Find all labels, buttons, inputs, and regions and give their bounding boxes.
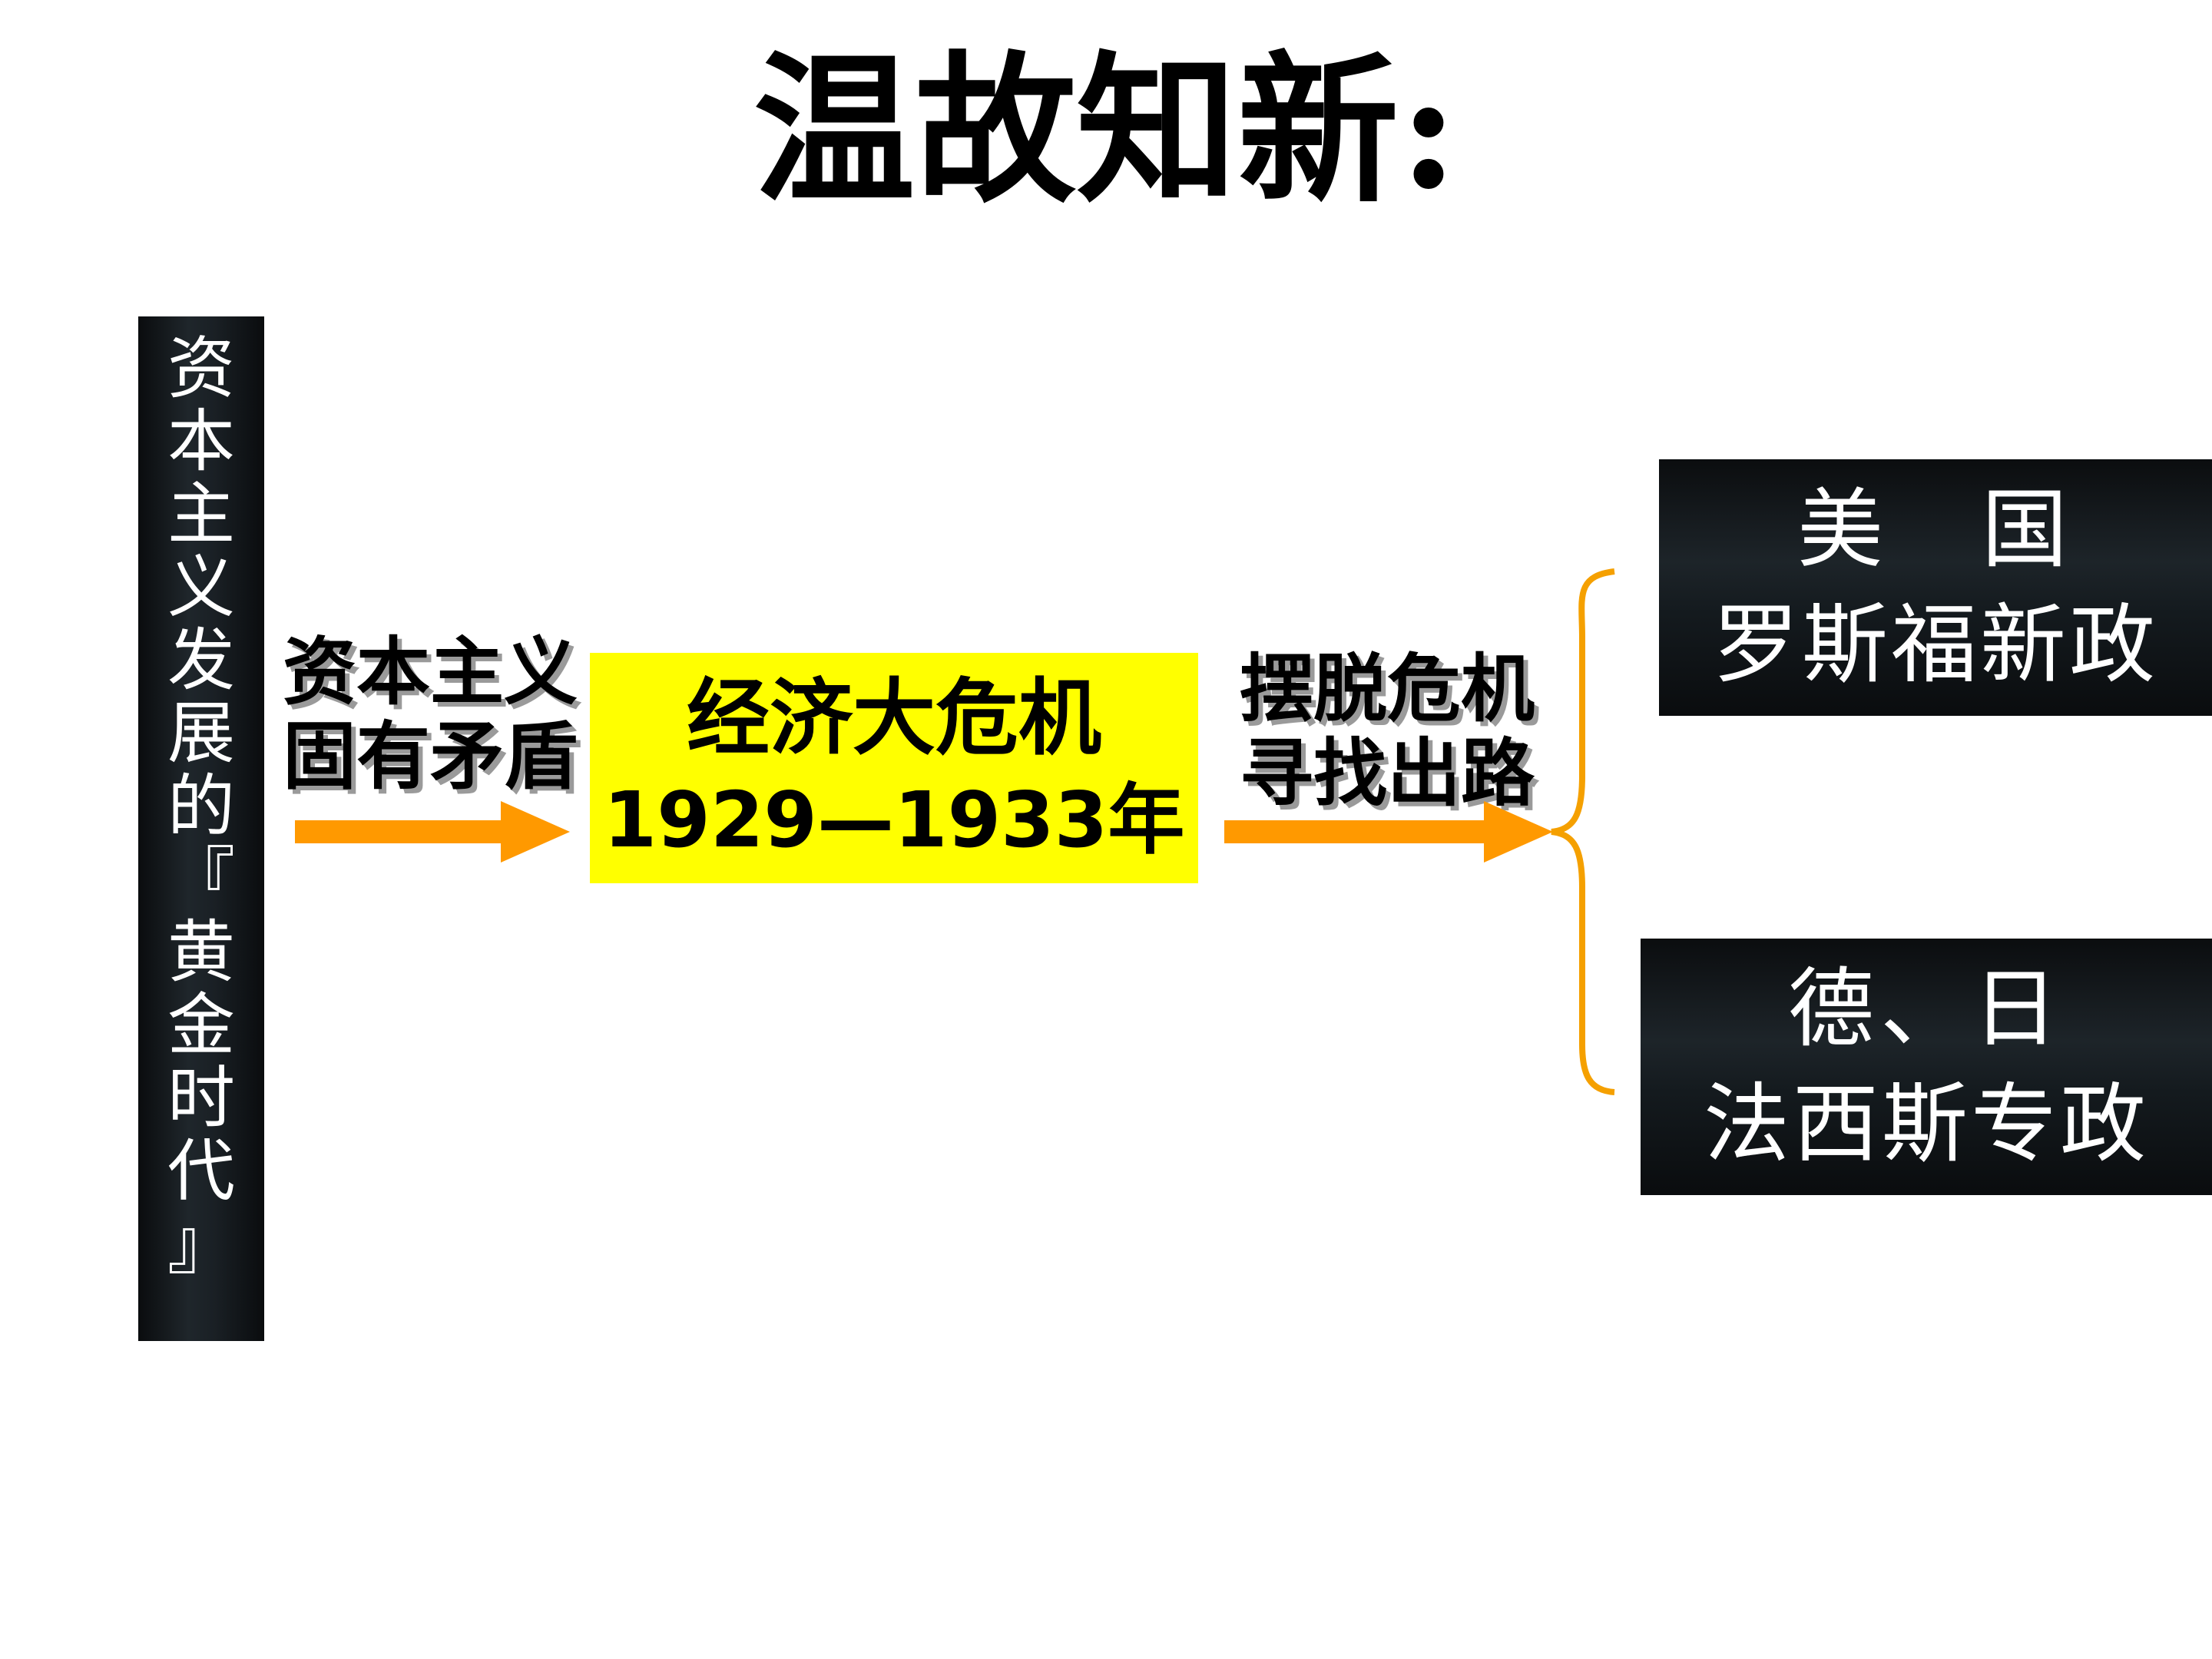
result-box-germany-japan: 德、日 法西斯专政	[1641, 939, 2212, 1195]
result-country: 德、日	[1788, 959, 2065, 1059]
result-policy: 法西斯专政	[1704, 1075, 2149, 1174]
result-box-usa: 美 国 罗斯福新政	[1659, 459, 2212, 716]
cause-line-2: 固有矛盾	[283, 714, 578, 800]
crisis-box: 经济大危机 1929—1933年	[590, 653, 1198, 883]
vertical-char: 『	[167, 839, 235, 919]
vertical-char: 展	[167, 694, 235, 773]
solution-line-1: 摆脱危机	[1240, 646, 1535, 732]
cause-label: 资本主义 固有矛盾	[283, 630, 578, 799]
result-policy: 罗斯福新政	[1713, 595, 2158, 695]
crisis-title: 经济大危机	[686, 670, 1101, 767]
vertical-char: 发	[167, 621, 235, 700]
vertical-char: 代	[167, 1131, 235, 1210]
result-country: 美 国	[1797, 480, 2074, 580]
vertical-char: 本	[167, 402, 235, 481]
vertical-char: 金	[167, 985, 235, 1065]
cause-line-1: 资本主义	[283, 629, 578, 715]
solution-line-2: 寻找出路	[1240, 730, 1535, 816]
vertical-char: 黄	[167, 912, 235, 992]
solution-label: 摆脱危机 寻找出路	[1240, 647, 1535, 816]
result-brace	[1551, 568, 1615, 1095]
arrow-cause-to-crisis	[295, 801, 570, 863]
crisis-years: 1929—1933年	[603, 774, 1185, 865]
vertical-char: 义	[167, 548, 235, 627]
vertical-char: 的	[167, 767, 235, 846]
page-title: 温故知新:	[753, 35, 1459, 225]
vertical-char: 时	[167, 1058, 235, 1137]
vertical-char: 』	[167, 1204, 235, 1283]
vertical-char: 主	[167, 475, 235, 554]
golden-age-label-box: 资 本 主 义 发 展 的 『 黄 金 时 代 』	[138, 316, 264, 1341]
arrow-crisis-to-results	[1224, 801, 1553, 863]
vertical-char: 资	[167, 329, 235, 408]
